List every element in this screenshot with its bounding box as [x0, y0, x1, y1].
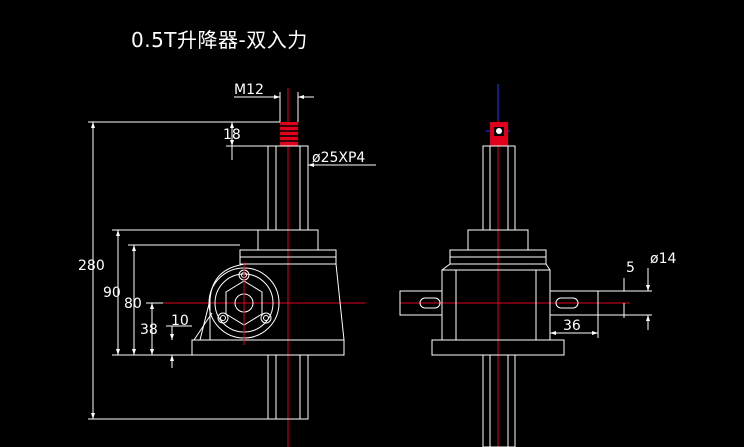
side-view: 5 ø14 36: [399, 84, 676, 447]
dim-90: 90: [103, 285, 121, 301]
side-screw-shaft: [482, 145, 516, 231]
dim-10: 10: [171, 313, 189, 329]
front-dimensions: [88, 92, 376, 420]
thread-top: [280, 122, 298, 146]
side-thread-top: [490, 122, 508, 146]
dim-280: 280: [78, 258, 105, 274]
front-view: M12 18 ø25XP4 280 90 80 38 10: [78, 82, 376, 447]
input-shaft-left: [399, 290, 443, 316]
dim-18: 18: [223, 127, 241, 143]
dim-38: 38: [140, 322, 158, 338]
dim-m12: M12: [234, 82, 264, 98]
gear-housing: [193, 263, 345, 341]
gear-flange: [208, 262, 280, 345]
dim-phi14: ø14: [650, 251, 676, 267]
dim-36: 36: [563, 318, 581, 334]
input-shaft-right: [549, 290, 599, 316]
dim-phi25: ø25XP4: [312, 150, 365, 166]
side-base-plate: [431, 339, 565, 356]
side-housing: [441, 263, 551, 341]
drawing-title: 0.5T升降器-双入力: [131, 28, 308, 52]
dim-5: 5: [626, 260, 635, 276]
dim-80: 80: [124, 296, 142, 312]
base-plate: [191, 339, 345, 356]
side-dimensions: [549, 268, 652, 338]
